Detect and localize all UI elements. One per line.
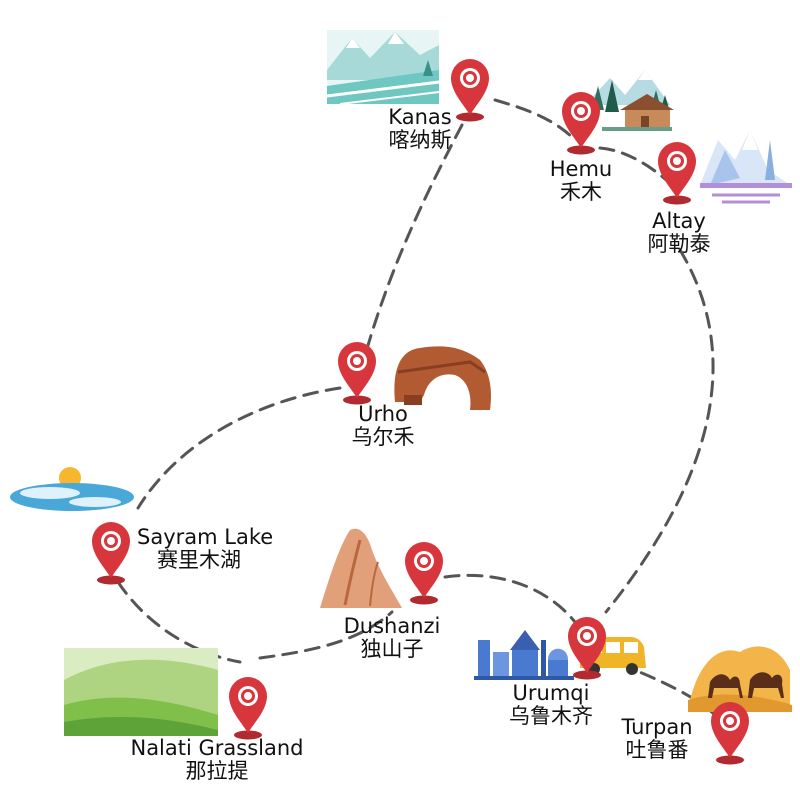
green-hills-icon	[64, 648, 218, 736]
stop-label-hemu: Hemu 禾木	[550, 158, 612, 203]
stop-name-en: Kanas	[388, 105, 452, 129]
travel-route	[116, 98, 717, 717]
stop-name-zh: 吐鲁番	[625, 737, 689, 762]
stop-label-kanas: Kanas 喀纳斯	[388, 106, 451, 151]
stop-name-zh: 禾木	[559, 179, 602, 204]
stop-name-zh: 乌鲁木齐	[509, 703, 593, 728]
route-kanas-hemu	[493, 98, 577, 142]
stop-label-altay: Altay 阿勒泰	[648, 210, 711, 255]
desert-camels-icon	[688, 646, 792, 712]
stop-label-sayram: Sayram Lake 赛里木湖	[137, 526, 273, 571]
route-urho-sayram	[136, 386, 342, 510]
stop-label-nalati: Nalati Grassland 那拉提	[130, 737, 303, 782]
stop-name-en: Sayram Lake	[137, 525, 274, 549]
forest-village-icon	[585, 70, 674, 131]
pin-hemu-icon[interactable]	[562, 92, 600, 155]
stop-name-en: Hemu	[549, 157, 613, 181]
city-skyline-icon	[474, 630, 574, 680]
stop-name-en: Altay	[652, 209, 706, 233]
pin-sayram-icon[interactable]	[92, 522, 130, 585]
pin-dushanzi-icon[interactable]	[405, 542, 443, 605]
pin-urho-icon[interactable]	[338, 342, 376, 405]
stop-name-zh: 乌尔禾	[351, 424, 415, 449]
stop-name-zh: 喀纳斯	[388, 127, 452, 152]
pin-turpan-icon[interactable]	[711, 702, 749, 765]
pin-nalati-icon[interactable]	[229, 677, 267, 740]
stop-label-dushanzi: Dushanzi 独山子	[344, 615, 441, 660]
route-dushanzi-urumqi	[443, 573, 577, 624]
pin-altay-icon[interactable]	[658, 142, 696, 205]
stop-label-urumqi: Urumqi 乌鲁木齐	[509, 682, 593, 727]
stop-name-en: Nalati Grassland	[130, 736, 304, 760]
stop-name-en: Urumqi	[512, 681, 590, 705]
stop-name-zh: 阿勒泰	[647, 231, 711, 256]
route-nalati-dushanzi	[258, 610, 394, 660]
route-kanas-urho	[364, 123, 464, 354]
pin-kanas-icon[interactable]	[451, 59, 489, 122]
stop-name-zh: 赛里木湖	[157, 547, 241, 572]
snow-mountains-icon	[700, 130, 792, 204]
stop-name-zh: 那拉提	[185, 758, 249, 783]
stop-name-en: Urho	[358, 402, 408, 426]
stop-label-urho: Urho 乌尔禾	[352, 403, 415, 448]
stop-label-turpan: Turpan 吐鲁番	[621, 716, 692, 761]
stop-name-en: Turpan	[621, 715, 693, 739]
rock-arch-icon	[394, 346, 491, 410]
pin-urumqi-icon[interactable]	[568, 617, 606, 680]
stop-name-zh: 独山子	[360, 636, 424, 661]
canyon-peak-icon	[320, 528, 402, 608]
route-sayram-nalati	[116, 580, 242, 664]
route-altay-urumqi	[604, 248, 715, 614]
snowy-river-landscape-icon	[326, 30, 440, 105]
lake-sunrise-icon	[10, 467, 134, 511]
stop-name-en: Dushanzi	[343, 614, 441, 638]
